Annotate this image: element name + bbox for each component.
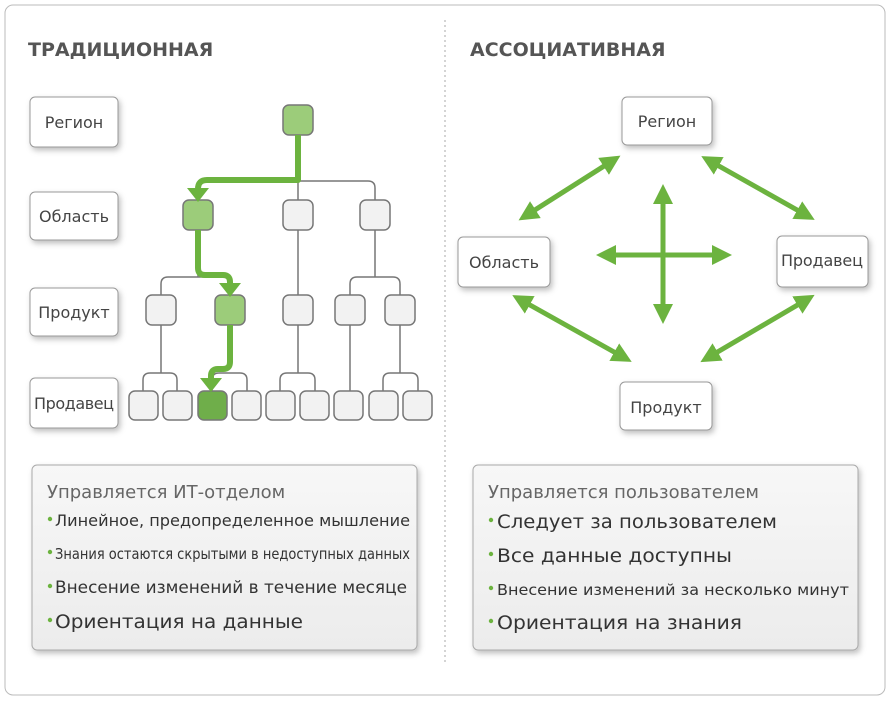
level-label-seller: Продавец [34,394,114,413]
associative-item: Следует за пользователем [497,511,777,533]
level-box-seller [29,377,119,429]
tree-node-seller [368,390,399,421]
tree-node-product [384,294,416,326]
associative-item: Ориентация на знания [497,612,742,634]
traditional-item: Линейное, предопределенное мышление [55,511,410,530]
level-box-region [29,96,119,148]
heading-associative: АССОЦИАТИВНАЯ [470,39,666,61]
tree-node-area [359,199,391,231]
tree-node-seller [231,390,262,421]
assoc-node-region [621,96,713,146]
tree-node-product [282,294,314,326]
tree-node-product [334,294,366,326]
tree-node-seller-active [197,390,228,421]
associative-item: Все данные доступны [497,545,732,567]
assoc-node-seller [776,235,869,288]
tree-node-seller [265,390,296,421]
traditional-summary-box [31,464,418,651]
level-box-area [29,191,119,241]
assoc-label-product: Продукт [630,398,702,417]
traditional-item: Ориентация на данные [55,611,303,633]
tree-node-seller [128,390,159,421]
tree-node-seller [333,390,364,421]
level-box-product [29,287,119,337]
tree-node-seller [299,390,330,421]
associative-summary-box [472,464,859,651]
association-arrows [512,155,815,363]
tree-node-product [145,294,177,326]
level-label-product: Продукт [38,303,110,322]
traditional-box-title: Управляется ИТ-отделом [47,482,285,503]
heading-traditional: ТРАДИЦИОННАЯ [28,39,213,61]
traditional-item: Знания остаются скрытыми в недоступных д… [55,545,410,563]
tree-node-area-active [182,199,214,231]
tree-connectors [142,180,419,391]
tree-node-seller [162,390,193,421]
tree-node-seller [402,390,433,421]
tree-node-area [282,199,314,231]
level-label-region: Регион [45,113,104,132]
assoc-label-region: Регион [638,112,697,131]
tree-node-product-active [214,294,246,326]
assoc-node-area [457,236,551,288]
associative-item: Внесение изменений за несколько минут [497,581,849,599]
associative-box-title: Управляется пользователем [488,482,759,503]
tree-node-root-active [282,104,314,136]
assoc-node-product [619,381,713,431]
level-label-area: Область [39,207,109,226]
traditional-item: Внесение изменений в течение месяце [55,578,407,598]
assoc-label-area: Область [469,253,539,272]
assoc-label-seller: Продавец [781,251,863,270]
